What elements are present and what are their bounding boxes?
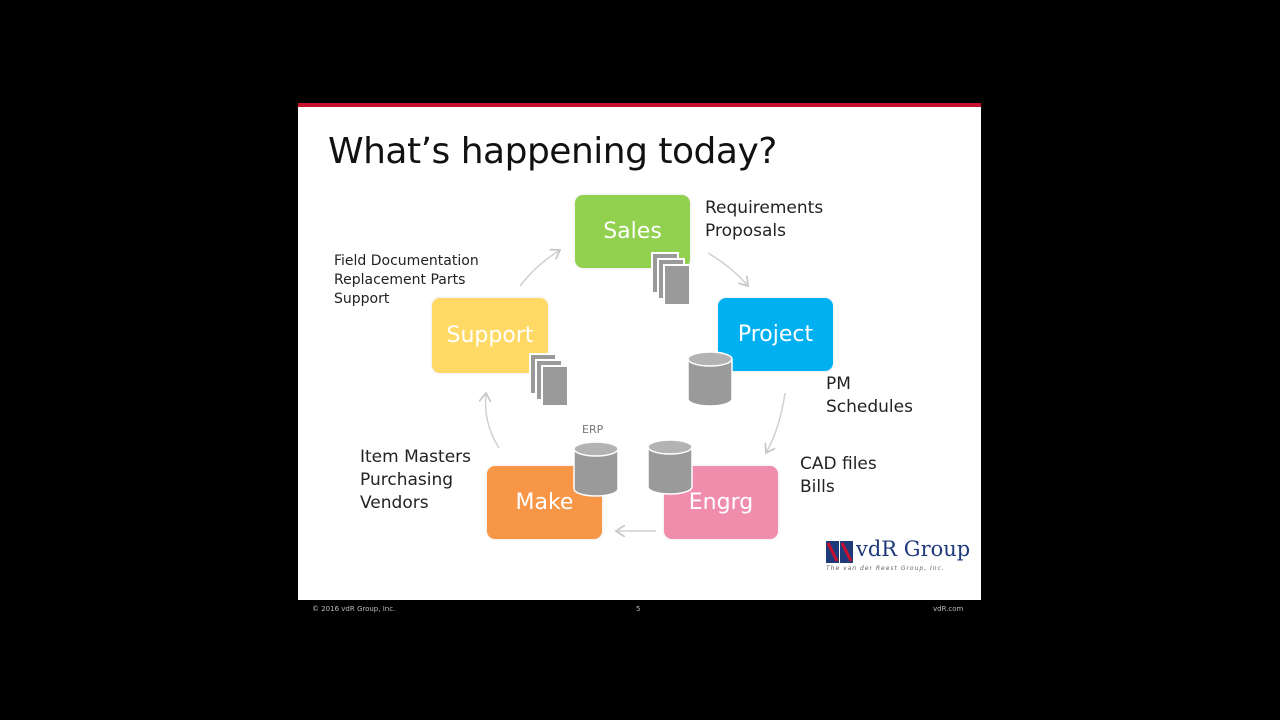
note-line: Support — [334, 290, 390, 307]
project-box-label: Project — [737, 322, 814, 347]
note-line: Proposals — [705, 220, 787, 241]
sales-notes: Requirements Proposals — [705, 197, 823, 243]
logo-tagline: The van der Reest Group, Inc. — [826, 565, 945, 572]
engrg-box: Engrg — [664, 466, 778, 539]
note-line: Purchasing — [360, 469, 454, 490]
erp-label: ERP — [582, 423, 604, 436]
slide-top-accent-bar — [298, 103, 981, 107]
note-line: Requirements — [705, 198, 824, 218]
make-box: Make — [487, 466, 602, 539]
note-line: Schedules — [826, 396, 913, 417]
footer-page-number: 5 — [636, 605, 641, 613]
vdr-logo-mark-icon — [826, 541, 853, 563]
arrow-project-to-engrg — [766, 392, 786, 453]
sales-box: Sales — [575, 195, 690, 268]
vdr-group-logo: vdR Group The van der Reest Group, Inc. — [826, 537, 972, 579]
arrow-sales-to-project — [707, 252, 748, 286]
database-icon-erp — [573, 441, 619, 497]
note-line: Replacement Parts — [334, 271, 466, 288]
document-stack-icon — [529, 353, 569, 407]
arrow-make-to-support — [486, 393, 500, 449]
document-stack-icon — [651, 252, 691, 306]
note-line: CAD files — [800, 454, 877, 474]
note-line: Item Masters — [360, 447, 472, 467]
note-line: PM — [826, 374, 851, 394]
slide-title: What’s happening today? — [328, 131, 777, 172]
cycle-arrows — [298, 103, 786, 600]
database-icon — [687, 351, 733, 407]
footer-url: vdR.com — [933, 605, 964, 613]
footer-copyright: © 2016 vdR Group, Inc. — [312, 605, 396, 613]
support-box: Support — [432, 298, 548, 373]
database-icon — [647, 439, 693, 495]
project-notes: PM Schedules — [826, 373, 913, 419]
support-box-label: Support — [446, 323, 534, 348]
engrg-box-label: Engrg — [688, 490, 754, 515]
engrg-notes: CAD files Bills — [800, 453, 877, 499]
make-box-label: Make — [515, 490, 574, 515]
sales-box-label: Sales — [603, 219, 662, 244]
slide: What’s happening today? Sales Project En… — [298, 103, 981, 600]
support-notes: Field Documentation Replacement Parts Su… — [334, 252, 479, 309]
project-box: Project — [718, 298, 833, 371]
note-line: Bills — [800, 476, 835, 497]
note-line: Field Documentation — [334, 253, 479, 269]
arrow-support-to-sales — [519, 250, 560, 287]
make-notes: Item Masters Purchasing Vendors — [360, 446, 471, 515]
note-line: Vendors — [360, 492, 429, 513]
logo-name: vdR Group — [856, 537, 971, 561]
